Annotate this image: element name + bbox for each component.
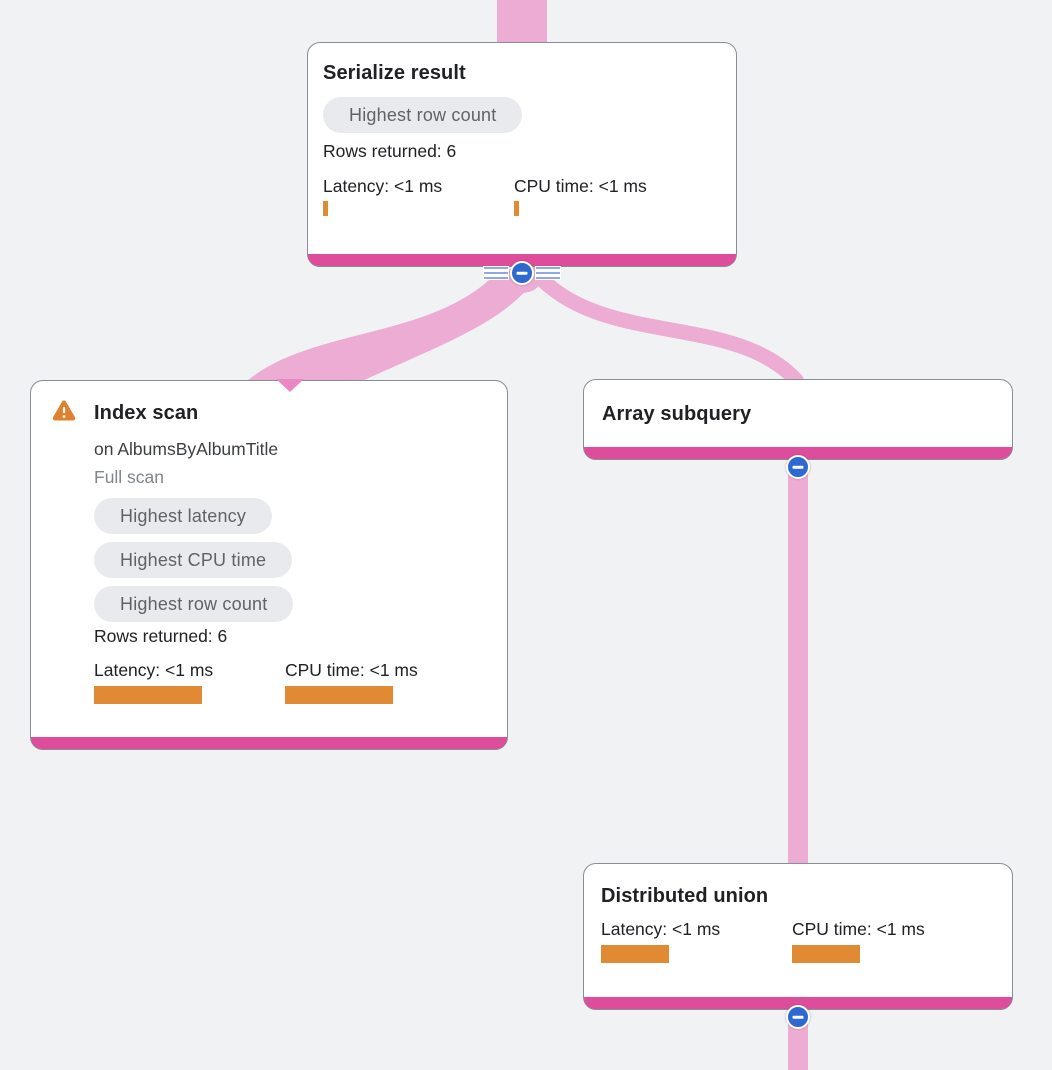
cpu-time-label: CPU time: <1 ms	[792, 919, 925, 939]
badge-highest-cpu-time: Highest CPU time	[94, 542, 293, 578]
node-title: Distributed union	[601, 885, 769, 907]
rows-returned-value: Rows returned: 6	[323, 141, 457, 161]
node-accent-bar	[584, 447, 1012, 459]
node-title: Serialize result	[323, 62, 466, 84]
node-accent-bar	[31, 737, 507, 749]
cpu-time-bar	[792, 945, 860, 963]
collapse-button-array-subquery[interactable]	[786, 455, 810, 479]
rows-returned-value: Rows returned: 6	[94, 626, 228, 646]
latency-metric: Latency: <1 ms	[323, 177, 514, 216]
collapse-control-serialize-result	[483, 261, 561, 285]
latency-label: Latency: <1 ms	[94, 660, 214, 680]
collapse-button-serialize-result[interactable]	[510, 261, 534, 285]
collapse-control-array-subquery	[786, 455, 810, 479]
badge-highest-row-count: Highest row count	[323, 97, 523, 133]
warning-triangle-icon	[52, 400, 76, 421]
latency-label: Latency: <1 ms	[601, 919, 721, 939]
cpu-metric: CPU time: <1 ms	[514, 177, 705, 216]
cpu-time-label: CPU time: <1 ms	[514, 176, 647, 196]
node-title: Array subquery	[602, 403, 752, 425]
plan-node-distributed-union[interactable]: Distributed union Latency: <1 ms CPU tim…	[583, 863, 1013, 1010]
edge-parent-to-serialize-result	[497, 0, 547, 50]
latency-metric: Latency: <1 ms	[601, 920, 792, 963]
latency-bar	[94, 686, 202, 704]
edge-serialize-result-to-array-subquery	[527, 264, 804, 388]
minus-icon	[792, 1015, 804, 1019]
edge-array-subquery-to-distributed-union	[788, 455, 808, 867]
cpu-time-bar	[514, 201, 519, 216]
minus-icon	[516, 271, 528, 275]
edge-stripes-decoration	[535, 266, 561, 280]
collapse-button-distributed-union[interactable]	[786, 1005, 810, 1029]
node-title: Index scan	[94, 402, 199, 424]
node-accent-bar	[584, 997, 1012, 1009]
edge-serialize-result-to-index-scan	[247, 268, 540, 381]
node-accent-bar	[308, 254, 736, 266]
latency-bar	[601, 945, 669, 963]
cpu-time-bar	[285, 686, 393, 704]
badge-highest-latency: Highest latency	[94, 498, 273, 534]
latency-label: Latency: <1 ms	[323, 176, 443, 196]
cpu-metric: CPU time: <1 ms	[285, 661, 476, 704]
plan-node-array-subquery[interactable]: Array subquery	[583, 379, 1013, 460]
edge-arrowhead-index-scan	[276, 379, 304, 392]
cpu-time-label: CPU time: <1 ms	[285, 660, 418, 680]
collapse-control-distributed-union	[786, 1005, 810, 1029]
scan-type-label: Full scan	[94, 467, 165, 487]
node-subtitle: on AlbumsByAlbumTitle	[94, 439, 279, 459]
plan-node-index-scan[interactable]: Index scan on AlbumsByAlbumTitle Full sc…	[30, 380, 508, 750]
plan-node-serialize-result[interactable]: Serialize result Highest row count Rows …	[307, 42, 737, 267]
latency-bar	[323, 201, 328, 216]
latency-metric: Latency: <1 ms	[94, 661, 285, 704]
badge-highest-row-count: Highest row count	[94, 586, 294, 622]
minus-icon	[792, 465, 804, 469]
cpu-metric: CPU time: <1 ms	[792, 920, 983, 963]
edge-stripes-decoration	[483, 266, 509, 280]
